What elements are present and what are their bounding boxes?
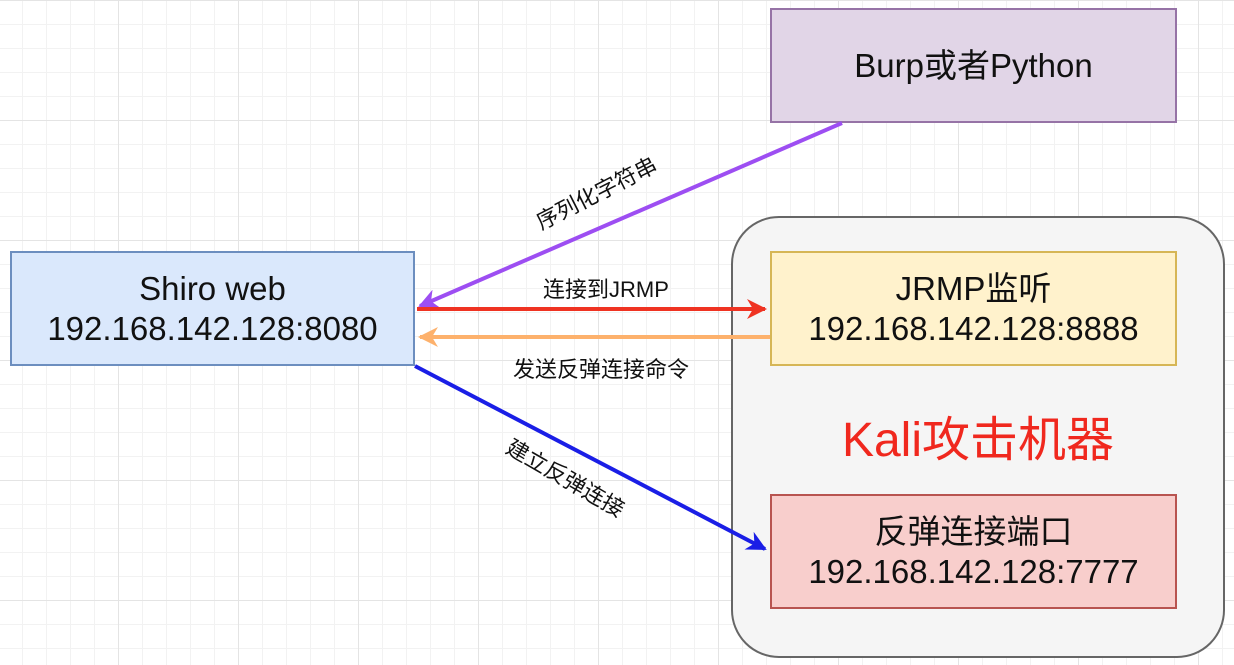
serialize-arrow[interactable] bbox=[418, 121, 843, 309]
burp-python-label: Burp或者Python bbox=[854, 46, 1093, 84]
connect-jrmp-label: 连接到JRMP bbox=[543, 277, 669, 302]
shiro-web-address: 192.168.142.128:8080 bbox=[47, 309, 378, 347]
shiro-web-node[interactable]: Shiro web 192.168.142.128:8080 bbox=[10, 251, 415, 366]
jrmp-listener-address: 192.168.142.128:8888 bbox=[808, 309, 1139, 347]
reverse-connection-port-node[interactable]: 反弹连接端口 192.168.142.128:7777 bbox=[770, 494, 1177, 609]
burp-python-node[interactable]: Burp或者Python bbox=[770, 8, 1177, 123]
reverse-connection-port-title: 反弹连接端口 bbox=[874, 512, 1073, 550]
jrmp-listener-node[interactable]: JRMP监听 192.168.142.128:8888 bbox=[770, 251, 1177, 366]
jrmp-listener-title: JRMP监听 bbox=[895, 269, 1052, 307]
reverse-connection-port-address: 192.168.142.128:7777 bbox=[808, 552, 1139, 590]
establish-reverse-arrow[interactable] bbox=[414, 364, 767, 551]
kali-group-label: Kali攻击机器 bbox=[841, 414, 1115, 467]
send-command-label: 发送反弹连接命令 bbox=[513, 357, 690, 382]
shiro-web-title: Shiro web bbox=[139, 269, 286, 307]
